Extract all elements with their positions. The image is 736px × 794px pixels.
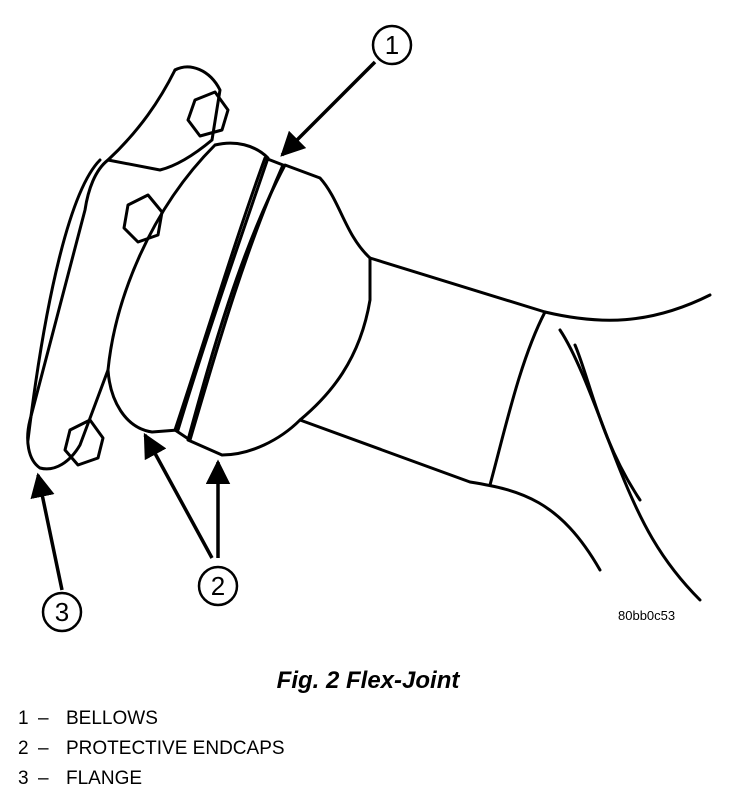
leader-line-2a (143, 432, 214, 559)
legend-dash: – (38, 738, 49, 759)
legend-number: 1 (18, 708, 29, 729)
flex-joint-illustration: 1 2 3 (26, 24, 712, 633)
bolt-top (186, 90, 230, 138)
shaft-inner-curve (573, 343, 642, 502)
bellows (173, 156, 285, 442)
legend-label: BELLOWS (66, 708, 158, 729)
legend-number: 3 (18, 768, 29, 789)
shaft-ring (488, 310, 547, 487)
flange-face (26, 158, 102, 442)
callout-1-number: 1 (385, 30, 399, 60)
legend-number: 2 (18, 738, 29, 759)
callout-1: 1 (371, 24, 413, 66)
legend-dash: – (38, 708, 49, 729)
legend-label: PROTECTIVE ENDCAPS (66, 738, 285, 759)
shaft-lower-edge (298, 418, 602, 572)
flange-edge (106, 68, 177, 162)
bolt-middle (122, 193, 164, 244)
leader-line-3 (30, 472, 64, 591)
flange (26, 65, 222, 471)
right-endcap (186, 163, 372, 457)
legend: 1–BELLOWS 2–PROTECTIVE ENDCAPS 3–FLANGE (18, 704, 285, 794)
callout-3: 3 (41, 591, 83, 633)
legend-label: FLANGE (66, 768, 143, 789)
legend-item: 2–PROTECTIVE ENDCAPS (18, 734, 285, 764)
figure-code: 80bb0c53 (618, 608, 676, 623)
callout-2-number: 2 (211, 571, 225, 601)
left-endcap (106, 141, 270, 434)
legend-dash: – (38, 768, 49, 789)
callout-3-number: 3 (55, 597, 69, 627)
legend-item: 3–FLANGE (18, 764, 285, 794)
leader-line-1 (280, 60, 377, 157)
shaft-curve (558, 328, 702, 602)
legend-item: 1–BELLOWS (18, 704, 285, 734)
figure-caption: Fig. 2 Flex-Joint (276, 667, 460, 694)
callout-2: 2 (197, 565, 239, 607)
bolt-bottom (63, 418, 105, 467)
shaft-upper-edge (368, 256, 712, 322)
